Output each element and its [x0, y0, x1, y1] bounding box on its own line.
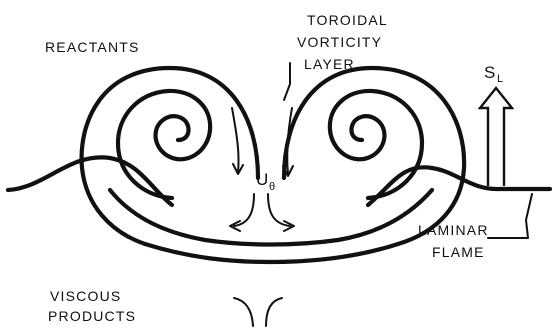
diverging-flow-right: [268, 194, 290, 226]
reactants-label: REACTANTS: [45, 39, 140, 55]
viscous-label-line1: VISCOUS: [50, 288, 121, 304]
viscous-label-line2: PRODUCTS: [48, 308, 136, 324]
vorticity-layer-inner: [110, 190, 432, 245]
products-inflow-right: [266, 298, 282, 326]
toroidal-label-line3: LAYER: [304, 56, 355, 72]
left-spiral-vortex: [118, 91, 210, 198]
toroidal-leader-line: [284, 63, 290, 100]
laminar-label-line2: FLAME: [432, 244, 485, 260]
vorticity-layer-outer: [82, 68, 465, 262]
flame-speed-subscript: L: [497, 73, 503, 85]
flame-speed-symbol: S: [484, 63, 495, 82]
laminar-leader-line: [488, 194, 532, 238]
flow-velocity-subscript: θ: [269, 181, 275, 193]
flow-velocity-symbol: U: [256, 170, 268, 189]
products-inflow-left: [234, 298, 253, 326]
toroidal-label-line1: TOROIDAL: [307, 12, 388, 28]
diverging-flow-left: [234, 194, 254, 226]
toroidal-label-line2: VORTICITY: [297, 34, 382, 50]
flame-speed-arrow: [480, 88, 512, 186]
laminar-label-line1: LAMINAR: [418, 222, 489, 238]
flow-arrow-left: [232, 108, 239, 172]
right-spiral-vortex: [330, 91, 422, 198]
